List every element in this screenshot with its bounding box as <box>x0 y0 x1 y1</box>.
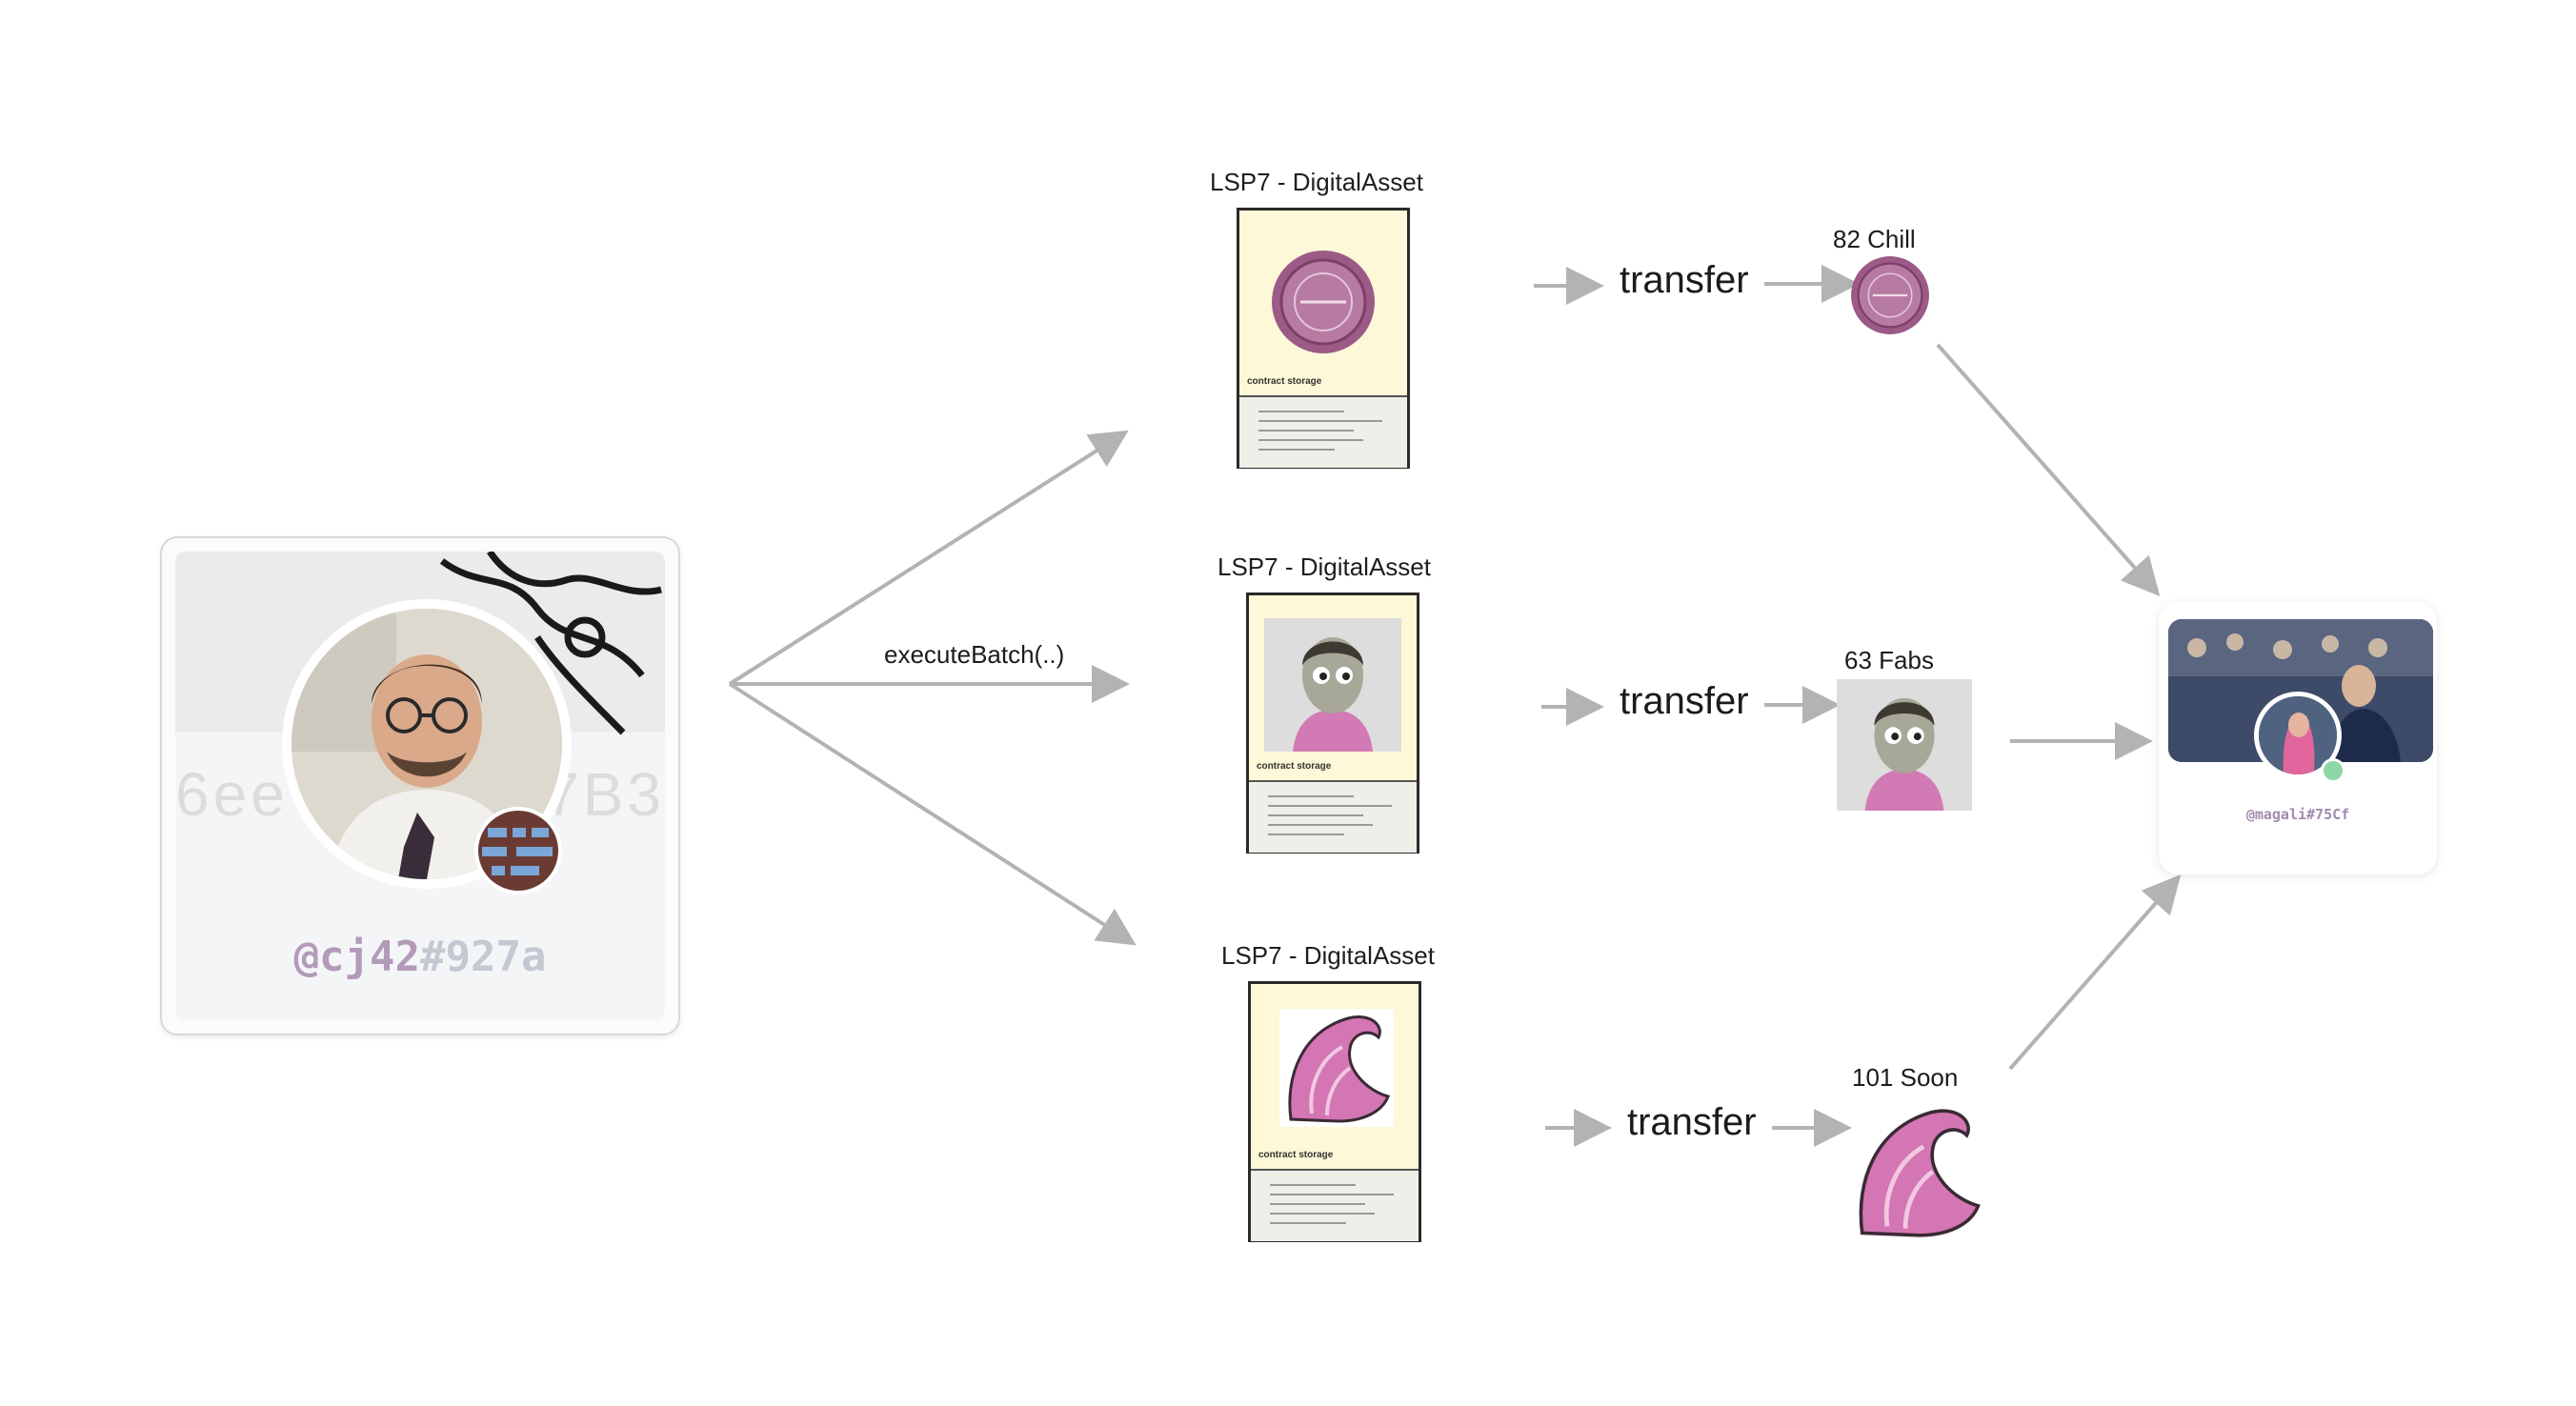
storage-label-2: contract storage <box>1257 761 1332 772</box>
asset-card-2[interactable]: contract storage <box>1246 593 1419 854</box>
sender-handle-hash: #927a <box>420 933 547 981</box>
asset-title-3: LSP7 - DigitalAsset <box>1221 941 1435 970</box>
online-status-dot <box>2321 758 2345 783</box>
transfer-label-2: transfer <box>1620 680 1749 722</box>
storage-label-3: contract storage <box>1258 1150 1334 1160</box>
recipient-avatar[interactable] <box>2254 692 2345 783</box>
recipient-handle: @magali#75Cf <box>2245 806 2350 823</box>
recipient-profile-card[interactable]: @magali#75Cf <box>2159 602 2437 874</box>
identicon-icon <box>474 807 562 894</box>
recipient-photo-icon <box>2259 696 2337 774</box>
character-token-icon <box>1837 678 1972 812</box>
batch-arrow-down <box>728 682 1137 946</box>
avatar[interactable] <box>292 609 562 879</box>
asset-title-1: LSP7 - DigitalAsset <box>1210 168 1423 196</box>
profile-bg-hash-left: 6ee <box>175 760 289 829</box>
to-recipient-arrow-1 <box>1936 343 2161 596</box>
amount-label-2: 63 Fabs <box>1844 646 1934 674</box>
profile-background: 6ee 7B3 <box>175 552 665 1020</box>
wave-icon <box>1279 1009 1394 1127</box>
to-recipient-arrow-3 <box>2008 874 2182 1071</box>
banner-doodle-icon <box>439 552 662 735</box>
sender-handle-name: @cj42 <box>293 933 420 981</box>
batch-arrow-up <box>728 430 1129 686</box>
amount-label-1: 82 Chill <box>1833 225 1916 253</box>
sender-profile-card[interactable]: 6ee 7B3 <box>160 536 680 1035</box>
asset-card-1[interactable]: contract storage <box>1237 208 1410 469</box>
storage-label-1: contract storage <box>1247 376 1322 387</box>
amount-label-3: 101 Soon <box>1852 1063 1959 1092</box>
transfer-label-1: transfer <box>1620 259 1749 301</box>
contract-storage-2 <box>1249 780 1417 853</box>
coin-icon <box>1272 251 1375 353</box>
contract-storage-3 <box>1251 1169 1419 1241</box>
contract-storage-1 <box>1239 395 1407 468</box>
transfer-label-3: transfer <box>1627 1101 1757 1143</box>
asset-title-2: LSP7 - DigitalAsset <box>1218 552 1431 581</box>
asset-card-3[interactable]: contract storage <box>1248 981 1421 1242</box>
execute-batch-label: executeBatch(..) <box>884 640 1065 669</box>
avatar-ring <box>282 599 572 889</box>
character-icon <box>1264 618 1401 752</box>
wave-token-icon <box>1859 1109 1981 1237</box>
coin-token-icon <box>1851 256 1929 334</box>
sender-handle: @cj42#927a <box>175 933 665 981</box>
